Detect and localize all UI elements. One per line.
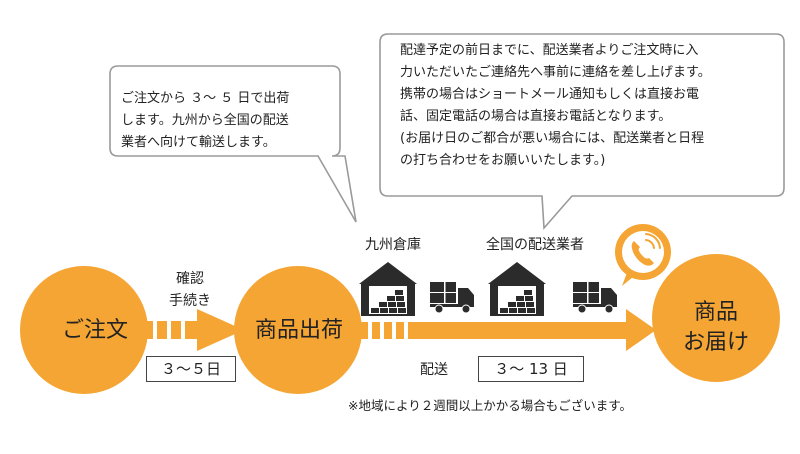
step-circle-ship	[234, 266, 362, 394]
bubble-right-line: 配達予定の前日までに、配送業者よりご注文時に入	[400, 43, 699, 58]
bubble-right-text: 配達予定の前日までに、配送業者よりご注文時に入 力いただいたご連絡先へ事前に連絡…	[400, 40, 770, 172]
bubble-left-text: ご注文から ３～ ５ 日で出荷 します。九州から全国の配送 業者へ向けて輸送しま…	[121, 88, 331, 154]
arrow-ship-to-deliver	[360, 309, 656, 351]
step-deliver-line: 商品	[693, 300, 738, 325]
delivery-days-box: ３～ 13 日	[478, 356, 584, 382]
step-deliver-line: お届け	[682, 330, 749, 355]
step-circle-deliver	[652, 254, 780, 382]
bubble-right-line: (お届け日のご都合が悪い場合には、配送業者と日程	[400, 131, 705, 146]
warehouse-icon	[488, 262, 546, 316]
step-deliver-label: 商品 お届け	[656, 298, 776, 358]
confirm-label: 確認 手続き	[150, 268, 230, 312]
truck-icon	[430, 282, 474, 314]
bubble-left-line: ご注文から ３～ ５ 日で出荷	[121, 91, 290, 106]
confirm-days-box: ３～５日	[146, 356, 236, 382]
carrier-label: 全国の配送業者	[486, 237, 584, 253]
step-ship-label: 商品出荷	[254, 318, 343, 343]
footnote: ※地域により２週間以上かかる場合もございます。	[348, 398, 632, 413]
bubble-left-line: 業者へ向けて輸送します。	[121, 135, 276, 150]
warehouse-icon	[359, 262, 417, 316]
truck-icon	[573, 282, 617, 314]
step-circle-order	[20, 266, 148, 394]
delivery-label: 配送	[420, 362, 448, 378]
bubble-left-line: します。九州から全国の配送	[121, 113, 289, 128]
bubble-right-line: 話、固定電話の場合は直接お電話となります。	[400, 109, 672, 124]
phone-icon	[615, 224, 671, 286]
confirm-label-line: 確認	[176, 271, 204, 287]
confirm-label-line: 手続き	[169, 293, 211, 309]
bubble-right-line: 携帯の場合はショートメール通知もしくは直接お電	[400, 87, 700, 102]
bubble-right-line: 力いただいたご連絡先へ事前に連絡を差し上げます。	[400, 65, 711, 80]
speech-bubble-right	[379, 33, 785, 230]
speech-bubble-left	[109, 65, 357, 223]
warehouse-label: 九州倉庫	[365, 237, 421, 253]
bubble-right-line: の打ち合わせをお願いいたします。)	[400, 153, 606, 168]
step-order-label: ご注文	[61, 318, 128, 343]
arrow-order-to-ship	[143, 309, 244, 351]
